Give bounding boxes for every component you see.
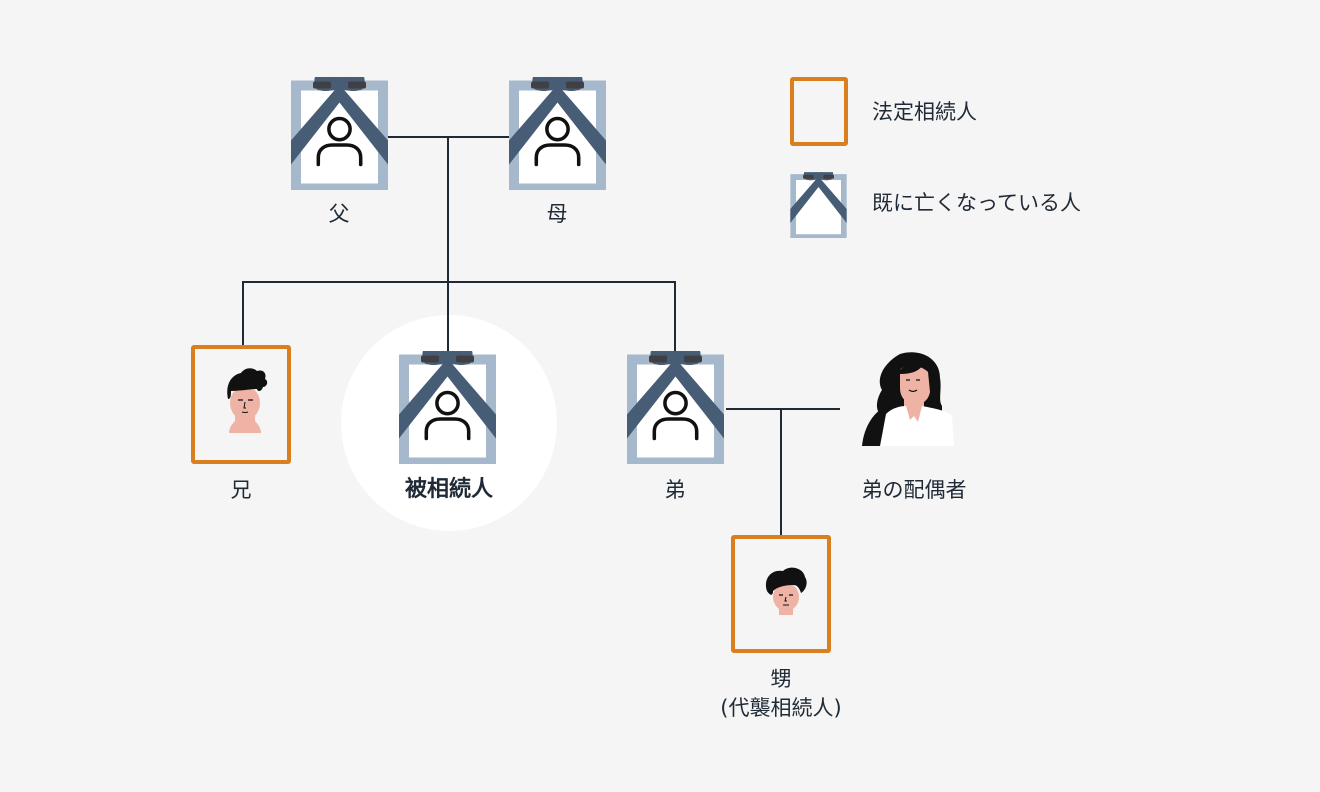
legend-deceased-label: 既に亡くなっている人 bbox=[872, 191, 1081, 215]
parents-descent-line bbox=[447, 137, 449, 351]
elder-brother-label: 兄 bbox=[230, 478, 252, 502]
younger-brother-card[interactable] bbox=[627, 344, 724, 464]
younger-brother-drop-line bbox=[674, 281, 676, 351]
man-avatar-icon bbox=[227, 368, 268, 433]
person-outline-icon bbox=[421, 389, 474, 442]
legend-mourning-frame-icon bbox=[790, 168, 847, 238]
decedent-label: 被相続人 bbox=[404, 477, 493, 502]
mother-label: 母 bbox=[546, 202, 568, 226]
woman-avatar-icon bbox=[862, 352, 954, 446]
marriage-line-younger-brother bbox=[726, 408, 840, 410]
legend-heir-label: 法定相続人 bbox=[872, 100, 977, 124]
younger-brother-spouse-card[interactable] bbox=[860, 350, 956, 448]
nephew-descent-line bbox=[780, 408, 782, 536]
father-label: 父 bbox=[328, 202, 350, 226]
person-outline-icon bbox=[313, 115, 366, 168]
person-outline-icon bbox=[531, 115, 584, 168]
decedent-drop-line bbox=[447, 282, 449, 352]
decedent-card[interactable] bbox=[399, 344, 496, 464]
elder-brother-card[interactable] bbox=[191, 345, 291, 464]
mother-card[interactable] bbox=[509, 70, 606, 190]
person-outline-icon bbox=[649, 389, 702, 442]
younger-brother-spouse-label: 弟の配偶者 bbox=[861, 478, 967, 502]
nephew-label: 甥 bbox=[770, 667, 792, 691]
younger-brother-label: 弟 bbox=[664, 478, 686, 502]
siblings-line bbox=[242, 281, 676, 283]
legend-heir-swatch bbox=[790, 77, 848, 146]
nephew-sublabel: (代襲相続人) bbox=[720, 696, 842, 720]
elder-brother-drop-line bbox=[242, 281, 244, 346]
nephew-card[interactable] bbox=[731, 535, 831, 653]
father-card[interactable] bbox=[291, 70, 388, 190]
legend: 法定相続人 既に亡くなっている人 bbox=[790, 70, 1150, 250]
boy-avatar-icon bbox=[765, 567, 807, 615]
